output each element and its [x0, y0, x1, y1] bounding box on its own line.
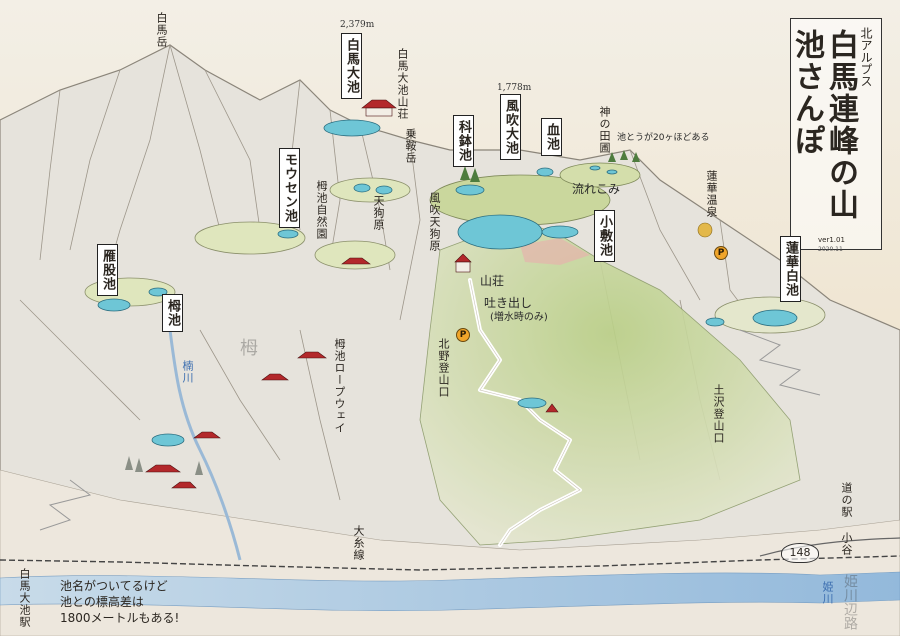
route-148 — [759, 537, 900, 557]
hut-valley-1 — [193, 431, 221, 439]
pond-label-mousen: モウセン池 — [279, 148, 300, 228]
pond-renge-small — [705, 317, 725, 327]
meadow-kami — [559, 162, 641, 188]
road-right — [739, 329, 821, 396]
elevation-kazafuki: 1,778m — [497, 83, 532, 93]
pond-kabachi — [455, 184, 485, 196]
ponds — [97, 119, 798, 447]
meadow-upper — [194, 221, 306, 255]
pond-label-hakuba-ooike: 白馬大池 — [341, 33, 362, 99]
title-main: 白馬連峰の山池さんぽ — [789, 29, 858, 221]
hut-tsuga — [341, 257, 371, 265]
place-michi-no-eki: 道の駅 小谷 — [840, 482, 853, 556]
peak-hakuba-dake: 白馬岳 — [155, 12, 168, 48]
pond-tengu-1 — [353, 183, 371, 193]
huts — [145, 99, 559, 489]
annotation-nagarekomi: 流れこみ — [572, 182, 621, 196]
elevation-note: 池名がついてるけど 池との標高差は 1800メートルもある! — [60, 578, 179, 626]
elevation-hakuba-ooike: 2,379m — [340, 20, 375, 30]
pond-label-koshiki: 小敷池 — [594, 210, 615, 262]
hime-river — [0, 571, 900, 612]
kusunoki-river — [168, 329, 242, 561]
annotation-ike-count: 池とうが20ヶほどある — [617, 133, 710, 143]
meadow-tsuga — [314, 240, 396, 270]
pond-label-kotsuzu: 雁股池 — [97, 244, 118, 296]
hut-kitano — [545, 403, 559, 413]
kitano-trail-outline — [469, 279, 581, 546]
elevation-note-line2: 池との標高差は — [60, 595, 144, 609]
parking-icon-kitano: P — [456, 328, 470, 342]
elevation-note-line1: 池名がついてるけど — [60, 579, 168, 593]
peak-norikuradake: 乗鞍岳 — [404, 128, 417, 164]
place-tsugaike-ropeway: 栂池ロープウェイ — [333, 338, 346, 434]
oito-line — [0, 555, 900, 571]
river-hime: 姫川 — [821, 581, 834, 605]
hut-ropeway-1 — [297, 351, 327, 359]
place-tsugaike-shizen: 栂池自然園 — [315, 180, 328, 240]
pond-kotsuzu — [97, 298, 131, 312]
place-tsuchizawa-trailhead: 土沢登山口 — [712, 384, 725, 444]
pond-tengu-2 — [375, 185, 393, 195]
place-kitano-trailhead: 北野登山口 — [437, 338, 450, 398]
place-station: 白馬大池駅 — [18, 568, 31, 628]
pond-kami-2 — [606, 169, 618, 175]
place-kazafuki-tengu: 風吹天狗原 — [428, 192, 441, 252]
hut-valley-2 — [145, 464, 181, 473]
place-tengu: 天狗原 — [372, 195, 385, 231]
pond-chi — [536, 167, 554, 177]
pond-label-tsuga: 栂池 — [162, 294, 183, 332]
pond-hakuba-ooike — [323, 119, 381, 137]
parking-icon-renge: P — [714, 246, 728, 260]
pond-label-kabachi: 科鉢池 — [453, 115, 474, 167]
pond-label-renge-shira: 蓮華白池 — [780, 236, 801, 302]
green-slope — [419, 219, 801, 546]
hut-ropeway-2 — [261, 373, 289, 381]
elevation-note-line3: 1800メートルもある! — [60, 611, 180, 625]
annotation-hakidashi: 吐き出し — [484, 296, 533, 310]
pond-kami-1 — [589, 165, 601, 171]
title-subtitle: 北アルプス — [859, 27, 873, 87]
pond-kazafuki — [457, 214, 543, 250]
pond-label-kazafuki: 風吹大池 — [500, 94, 521, 160]
place-ooike-sanso: 白馬大池山荘 — [396, 48, 409, 120]
road-left — [39, 479, 92, 531]
autumn-tree — [697, 222, 713, 238]
place-renge-onsen: 蓮華温泉 — [705, 170, 718, 218]
pond-label-chi: 血池 — [541, 118, 562, 156]
meadow-tengu — [329, 177, 411, 203]
tree-cluster — [125, 150, 640, 475]
pond-renge-shira — [752, 309, 798, 327]
annotation-faint-tsuga: 栂 — [240, 338, 258, 359]
river-kusunoki: 楠川 — [181, 360, 194, 384]
pond-koshiki — [541, 225, 579, 239]
route-number-sign: 148 — [781, 543, 819, 563]
pond-kitano — [517, 397, 547, 409]
place-oito-line: 大糸線 — [352, 525, 365, 561]
place-kami-tanbo: 神の田圃 — [598, 106, 611, 154]
title-box: 北アルプス 白馬連峰の山池さんぽ — [789, 18, 882, 250]
annotation-sanso: 山荘 — [480, 274, 505, 288]
annotation-hakidashi-note: (増水時のみ) — [490, 312, 548, 323]
pond-valley — [151, 433, 185, 447]
title-date: 2020.11 — [818, 246, 843, 253]
title-version: ver1.01 — [818, 236, 845, 244]
pink-slope — [520, 238, 590, 265]
artist-signature: 姫川辺路 — [842, 574, 858, 630]
pond-mousen — [277, 229, 299, 239]
hut-valley-3 — [171, 481, 197, 489]
